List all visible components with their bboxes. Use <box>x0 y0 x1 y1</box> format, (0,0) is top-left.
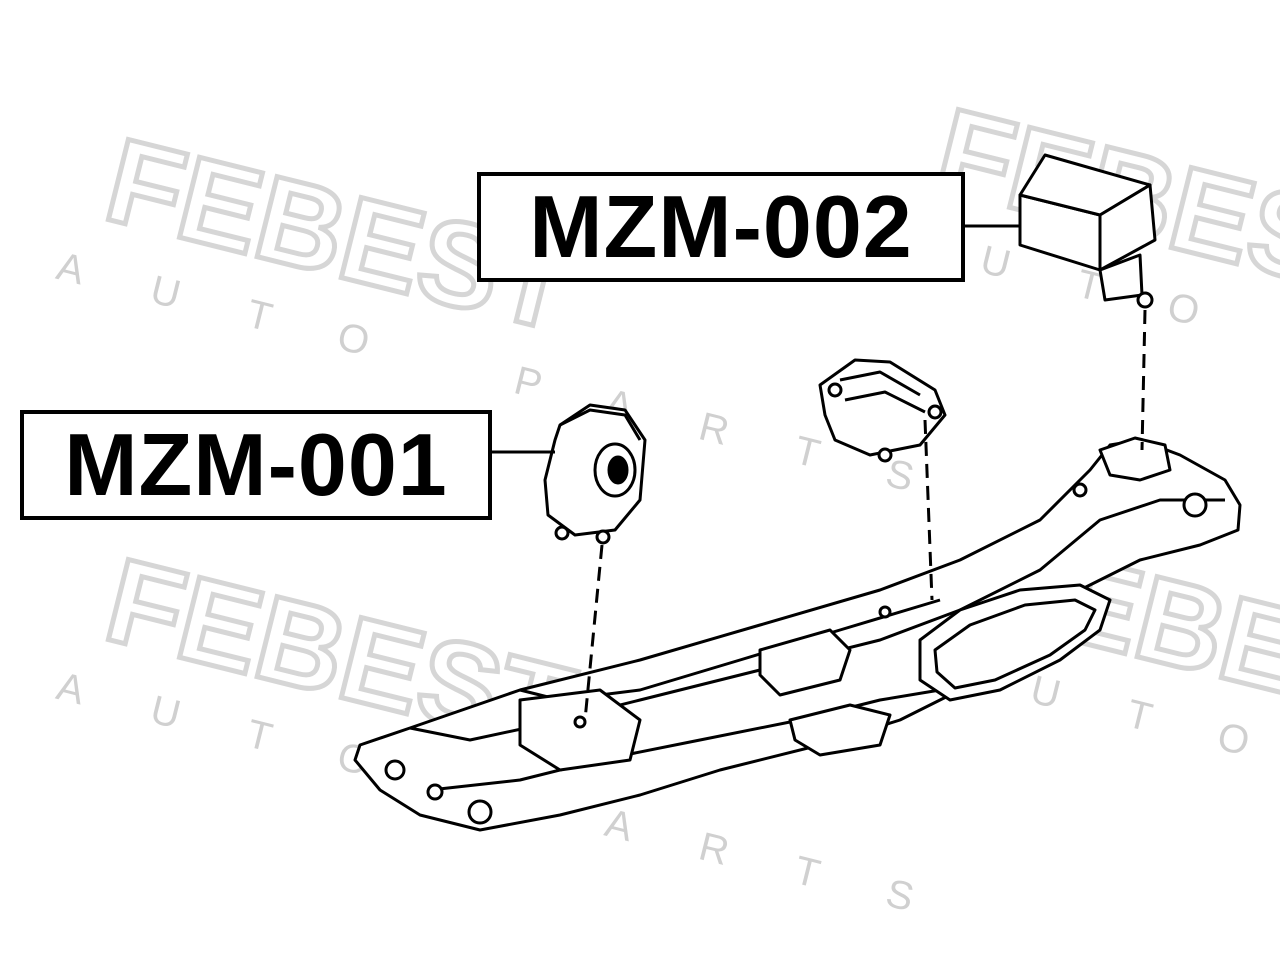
subframe-opening <box>918 583 1112 702</box>
mount-stud <box>595 529 611 545</box>
bolt-hole <box>467 799 493 825</box>
part-number-mzm-001: MZM-001 <box>64 415 448 514</box>
mount-stud <box>877 447 893 463</box>
bolt-hole <box>1072 482 1088 498</box>
subframe <box>353 436 1242 832</box>
mount-stud <box>554 525 570 541</box>
part-label-mzm-002: MZM-002 <box>477 172 965 282</box>
bolt-hole <box>878 605 892 619</box>
center-mount-rib <box>844 390 926 414</box>
mount-stud <box>1136 291 1154 309</box>
mount-mzm-002-drawing <box>1018 153 1157 309</box>
subframe-rail-lower <box>429 658 991 792</box>
mount-stud <box>927 404 943 420</box>
part-label-mzm-001: MZM-001 <box>20 410 492 520</box>
bolt-hole <box>573 715 587 729</box>
dash-center-mount <box>923 419 934 601</box>
subframe-lower-cutout <box>788 703 892 757</box>
part-number-mzm-002: MZM-002 <box>529 177 913 276</box>
center-mount-body <box>818 358 947 457</box>
center-mount-drawing <box>818 358 947 463</box>
center-mount-rib <box>839 370 921 397</box>
bolt-hole <box>384 759 406 781</box>
subframe-right-tower <box>1098 436 1172 482</box>
subframe-rail-upper <box>409 498 1225 742</box>
subframe-center-bracket <box>758 628 852 697</box>
dash-mzm-002 <box>1140 309 1147 451</box>
block-side <box>1098 183 1157 272</box>
mount-stud <box>827 382 843 398</box>
bolt-hole <box>1182 492 1208 518</box>
dash-mzm-001 <box>583 544 604 721</box>
subframe-left-pad <box>518 688 642 772</box>
mount-mzm-001-drawing <box>543 403 647 545</box>
mount-top <box>559 408 642 441</box>
subframe-opening-inner <box>933 598 1097 690</box>
mount-bushing-core <box>607 455 629 485</box>
bolt-hole <box>426 783 444 801</box>
